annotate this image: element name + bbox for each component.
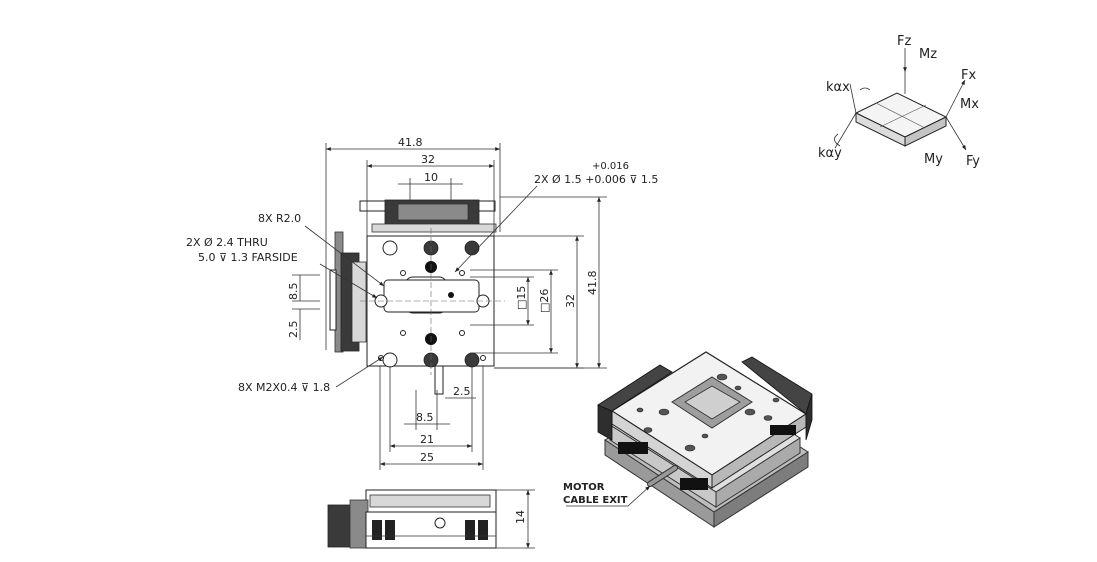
dim-top-inner: 32 <box>421 153 435 166</box>
dim-left-25: 2.5 <box>287 321 300 339</box>
axis-kay: kαy <box>818 146 842 161</box>
top-profile-strip <box>359 199 497 233</box>
dim-bottom-25-small: 2.5 <box>453 385 471 398</box>
side-view <box>327 489 497 549</box>
dim-right-sq26: □26 <box>538 289 551 313</box>
top-view <box>329 199 505 395</box>
callout-notes: 8X R2.0 2X Ø 2.4 THRU 5.0 ⊽ 1.3 FARSIDE … <box>186 161 658 394</box>
note-motor-line2: CABLE EXIT <box>563 495 628 506</box>
note-m2: 8X M2X0.4 ⊽ 1.8 <box>238 381 330 394</box>
axis-fx: Fx <box>961 68 976 83</box>
note-tol-upper: +0.016 <box>592 161 629 172</box>
right-dimensions: 41.8 32 □26 □15 <box>470 196 607 369</box>
dim-top-overall: 41.8 <box>398 136 423 149</box>
left-side-profile <box>329 231 367 353</box>
dim-side-14: 14 <box>514 510 527 524</box>
motor-cable-callout: MOTOR CABLE EXIT <box>563 482 651 507</box>
dim-bottom-85: 8.5 <box>416 411 434 424</box>
note-tol-main: 2X Ø 1.5 +0.006 ⊽ 1.5 <box>534 173 658 186</box>
side-dimensions: 14 <box>496 489 535 549</box>
note-r2: 8X R2.0 <box>258 212 301 225</box>
dim-bottom-25: 25 <box>420 451 434 464</box>
bottom-dimensions: 8.5 2.5 21 25 <box>379 366 484 470</box>
load-axes-diagram: Fz Mz Fx kαx Mx kαy My Fy <box>818 34 980 169</box>
note-motor-line1: MOTOR <box>563 482 605 493</box>
axis-fy: Fy <box>966 154 980 169</box>
dim-bottom-21: 21 <box>420 433 434 446</box>
motor-shaft <box>434 365 444 395</box>
left-dimensions: 8.5 2.5 <box>287 274 320 340</box>
axis-my: My <box>924 152 943 167</box>
axis-mz: Mz <box>919 47 937 62</box>
dim-left-85: 8.5 <box>287 283 300 301</box>
dim-right-sq15: □15 <box>515 286 528 310</box>
axis-kax: kαx <box>826 80 850 95</box>
dim-right-outer: 41.8 <box>586 271 599 296</box>
note-thru-line2: 5.0 ⊽ 1.3 FARSIDE <box>198 251 298 264</box>
isometric-stage <box>597 351 813 528</box>
axis-fz: Fz <box>897 34 911 49</box>
dim-right-inner: 32 <box>564 294 577 308</box>
top-dimensions: 41.8 32 10 <box>325 136 501 350</box>
dim-top-slot: 10 <box>424 171 438 184</box>
note-thru-line1: 2X Ø 2.4 THRU <box>186 236 268 249</box>
axis-mx: Mx <box>960 97 979 112</box>
